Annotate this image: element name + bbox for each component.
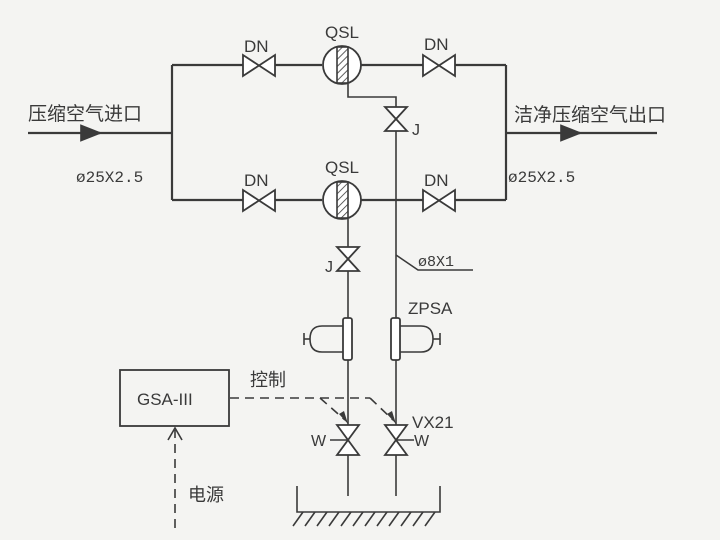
gate-valve-icon: [422, 188, 456, 213]
globe-valve-icon: [382, 106, 410, 132]
controller-box: [119, 369, 230, 427]
bottom-separator-label: QSL: [325, 158, 359, 177]
drain-trap-label: ZPSA: [408, 299, 453, 318]
bottom-branch: [172, 180, 506, 220]
gate-valve-icon: [242, 188, 276, 213]
top-inlet-valve-label: DN: [244, 37, 269, 56]
solenoid-right-mark: W: [414, 433, 430, 450]
pipe-spec-leader: [395, 254, 473, 271]
power-label: 电源: [188, 485, 224, 506]
control-label: 控制: [250, 370, 286, 391]
drain-trap-left: [303, 317, 353, 425]
solenoid-valve-label: VX21: [412, 413, 454, 432]
solenoid-valve-left: [330, 424, 361, 496]
solenoid-valve-right: [383, 424, 414, 496]
bottom-drain-valve-label: J: [325, 259, 333, 276]
bottom-outlet-valve-label: DN: [424, 171, 449, 190]
outlet-label: 洁净压缩空气出口: [514, 104, 666, 126]
top-separator-label: QSL: [325, 23, 359, 42]
gate-valve-icon: [242, 53, 276, 78]
power-line: [167, 426, 183, 528]
gate-valve-icon: [422, 53, 456, 78]
top-branch: [172, 45, 506, 85]
inlet-label: 压缩空气进口: [28, 103, 142, 125]
bottom-drain-line: [334, 219, 362, 318]
bottom-inlet-valve-label: DN: [244, 171, 269, 190]
outlet-pipe-spec: ø25X2.5: [508, 169, 575, 187]
top-outlet-valve-label: DN: [424, 35, 449, 54]
drain-pipe-spec: ø8X1: [418, 254, 454, 271]
separator-icon: [322, 180, 362, 220]
control-signal-lines: [230, 397, 396, 424]
top-drain-valve-label: J: [412, 122, 420, 139]
controller-label: GSA-III: [137, 390, 193, 409]
globe-valve-icon: [334, 246, 362, 272]
solenoid-left-mark: W: [311, 433, 327, 450]
inlet-pipe-spec: ø25X2.5: [76, 169, 143, 187]
ground-tray: [292, 486, 441, 527]
drain-trap-right: [390, 317, 441, 425]
separator-icon: [322, 45, 362, 85]
top-drain-line: [347, 84, 410, 318]
